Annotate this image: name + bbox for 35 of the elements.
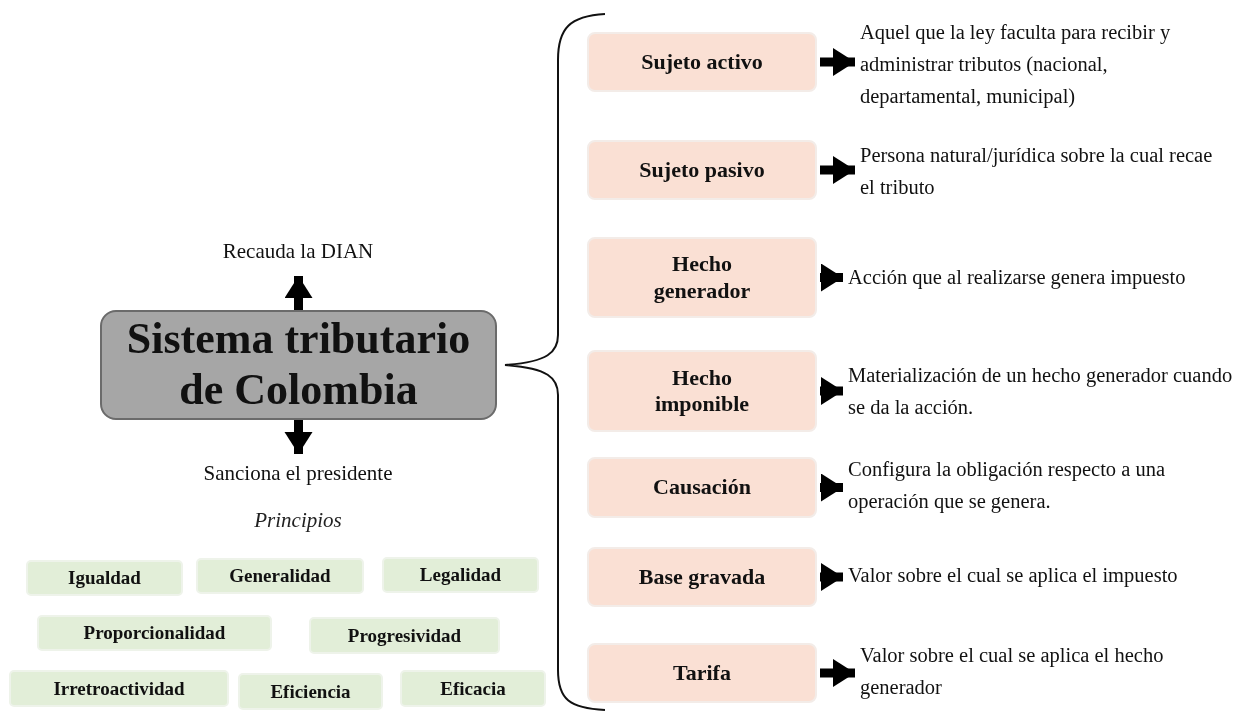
concept-box: Hecho generador <box>587 237 817 318</box>
arrow <box>820 48 855 76</box>
section-heading: Principios <box>253 508 343 533</box>
description-text: Valor sobre el cual se aplica el impuesto <box>848 542 1218 608</box>
note-text: Recauda la DIAN <box>170 236 426 266</box>
principle-box: Progresividad <box>309 617 500 654</box>
concept-box: Sujeto pasivo <box>587 140 817 200</box>
description-text: Valor sobre el cual se aplica el hecho generador <box>860 638 1230 704</box>
concept-box: Sujeto activo <box>587 32 817 92</box>
concept-box: Tarifa <box>587 643 817 703</box>
description-text: Materialización de un hecho generador cuando se da la acción. <box>848 358 1233 424</box>
arrow <box>284 420 313 454</box>
principle-box: Irretroactividad <box>9 670 229 707</box>
principle-box: Eficacia <box>400 670 546 707</box>
main-topic-box: Sistema tributario de Colombia <box>100 310 497 420</box>
concept-box: Base gravada <box>587 547 817 607</box>
concept-box: Hecho imponible <box>587 350 817 432</box>
arrow <box>820 263 843 292</box>
note-text: Sanciona el presidente <box>140 458 456 488</box>
principle-box: Proporcionalidad <box>37 615 272 651</box>
concept-box: Causación <box>587 457 817 518</box>
principle-box: Eficiencia <box>238 673 383 710</box>
arrow <box>820 377 843 405</box>
principle-box: Igualdad <box>26 560 183 596</box>
description-text: Aquel que la ley faculta para recibir y administrar tributos (nacional, departamental, municipal) <box>860 14 1230 114</box>
description-text: Configura la obligación respecto a una operación que se genera. <box>848 452 1233 518</box>
principle-box: Legalidad <box>382 557 539 593</box>
description-text: Persona natural/jurídica sobre la cual recae el tributo <box>860 138 1230 204</box>
arrow <box>820 659 855 687</box>
arrow <box>820 156 855 184</box>
principle-box: Generalidad <box>196 558 364 594</box>
description-text: Acción que al realizarse genera impuesto <box>848 244 1218 310</box>
arrow <box>820 473 843 502</box>
arrow <box>820 563 843 591</box>
arrow <box>284 276 313 310</box>
